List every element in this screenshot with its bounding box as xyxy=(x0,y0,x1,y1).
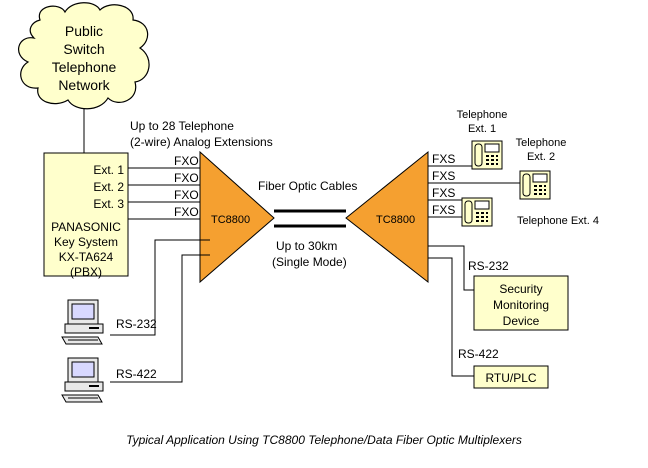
fxs-label-3: FXS xyxy=(432,186,455,200)
fxs-lines xyxy=(428,165,520,218)
extensions-note-line-1: Up to 28 Telephone xyxy=(130,119,234,133)
right-rs232-label: RS-232 xyxy=(468,259,509,273)
right-tc8800-mux: TC8800 xyxy=(345,150,429,284)
pbx-line-1: PANASONIC xyxy=(51,220,121,234)
telephone-icon xyxy=(519,170,551,200)
left-tc8800-mux: TC8800 xyxy=(199,150,275,284)
fiber-distance: Up to 30km xyxy=(276,239,337,253)
fxo-label-3: FXO xyxy=(174,188,199,202)
pbx-line-4: (PBX) xyxy=(70,265,102,279)
fxo-label-2: FXO xyxy=(174,171,199,185)
security-line-2: Monitoring xyxy=(493,298,549,312)
fiber-label: Fiber Optic Cables xyxy=(258,179,357,193)
right-data-lines xyxy=(428,245,474,377)
telephone-icon xyxy=(461,197,493,227)
pbx-port-ext3: Ext. 3 xyxy=(93,197,124,211)
fxs-label-1: FXS xyxy=(432,152,455,166)
pbx-port-ext1: Ext. 1 xyxy=(93,163,124,177)
right-mux-label: TC8800 xyxy=(376,214,415,226)
telephone-ext1-line-1: Telephone xyxy=(457,109,508,121)
telephone-ext1: Telephone Ext. 1 xyxy=(457,109,508,170)
rtu-plc-device: RTU/PLC xyxy=(473,365,549,389)
right-rs422-label: RS-422 xyxy=(458,347,499,361)
fiber-mode: (Single Mode) xyxy=(272,255,347,269)
pbx-box: Ext. 1 Ext. 2 Ext. 3 PANASONIC Key Syste… xyxy=(43,152,129,279)
telephone-ext3-unlabeled xyxy=(461,197,493,227)
telephone-ext4-label: Telephone Ext. 4 xyxy=(517,215,599,227)
pbx-line-3: KX-TA624 xyxy=(59,250,114,264)
fxo-label-1: FXO xyxy=(174,154,199,168)
telephone-ext2: Telephone Ext. 2 xyxy=(516,137,567,200)
diagram-caption: Typical Application Using TC8800 Telepho… xyxy=(126,433,522,447)
computer-icon xyxy=(61,299,104,345)
rtu-box xyxy=(473,365,549,389)
left-mux-label: TC8800 xyxy=(211,214,250,226)
computer-icon xyxy=(61,357,104,403)
telephone-ext2-line-1: Telephone xyxy=(516,137,567,149)
security-monitoring-device: Security Monitoring Device xyxy=(473,275,569,331)
pstn-cloud: Public Switch Telephone Network xyxy=(18,2,150,110)
pbx-rect xyxy=(43,152,129,277)
fxs-label-2: FXS xyxy=(432,169,455,183)
left-mux-triangle xyxy=(199,150,275,284)
fxo-label-4: FXO xyxy=(174,205,199,219)
security-line-1: Security xyxy=(499,282,542,296)
telephone-ext1-line-2: Ext. 1 xyxy=(468,123,496,135)
pbx-line-2: Key System xyxy=(54,235,118,249)
pbx-port-ext2: Ext. 2 xyxy=(93,180,124,194)
telephone-ext2-line-2: Ext. 2 xyxy=(527,151,555,163)
computer-rs422 xyxy=(61,357,104,403)
left-rs232-label: RS-232 xyxy=(116,317,157,331)
extensions-note-line-2: (2-wire) Analog Extensions xyxy=(130,135,273,149)
pbx-extension-lines xyxy=(128,167,210,220)
fiber-cables xyxy=(274,209,346,228)
cloud-line-2: Switch xyxy=(63,41,104,57)
cloud-line-4: Network xyxy=(58,77,110,93)
fxs-label-4: FXS xyxy=(432,203,455,217)
security-line-3: Device xyxy=(503,314,540,328)
cloud-line-3: Telephone xyxy=(52,59,117,75)
left-data-lines xyxy=(110,239,210,383)
computer-rs232 xyxy=(61,299,104,345)
cloud-line-1: Public xyxy=(65,23,103,39)
security-box xyxy=(473,275,569,331)
cloud-shape xyxy=(18,2,150,110)
telephone-icon xyxy=(471,140,503,170)
rtu-label: RTU/PLC xyxy=(485,371,536,385)
left-rs422-label: RS-422 xyxy=(116,367,157,381)
